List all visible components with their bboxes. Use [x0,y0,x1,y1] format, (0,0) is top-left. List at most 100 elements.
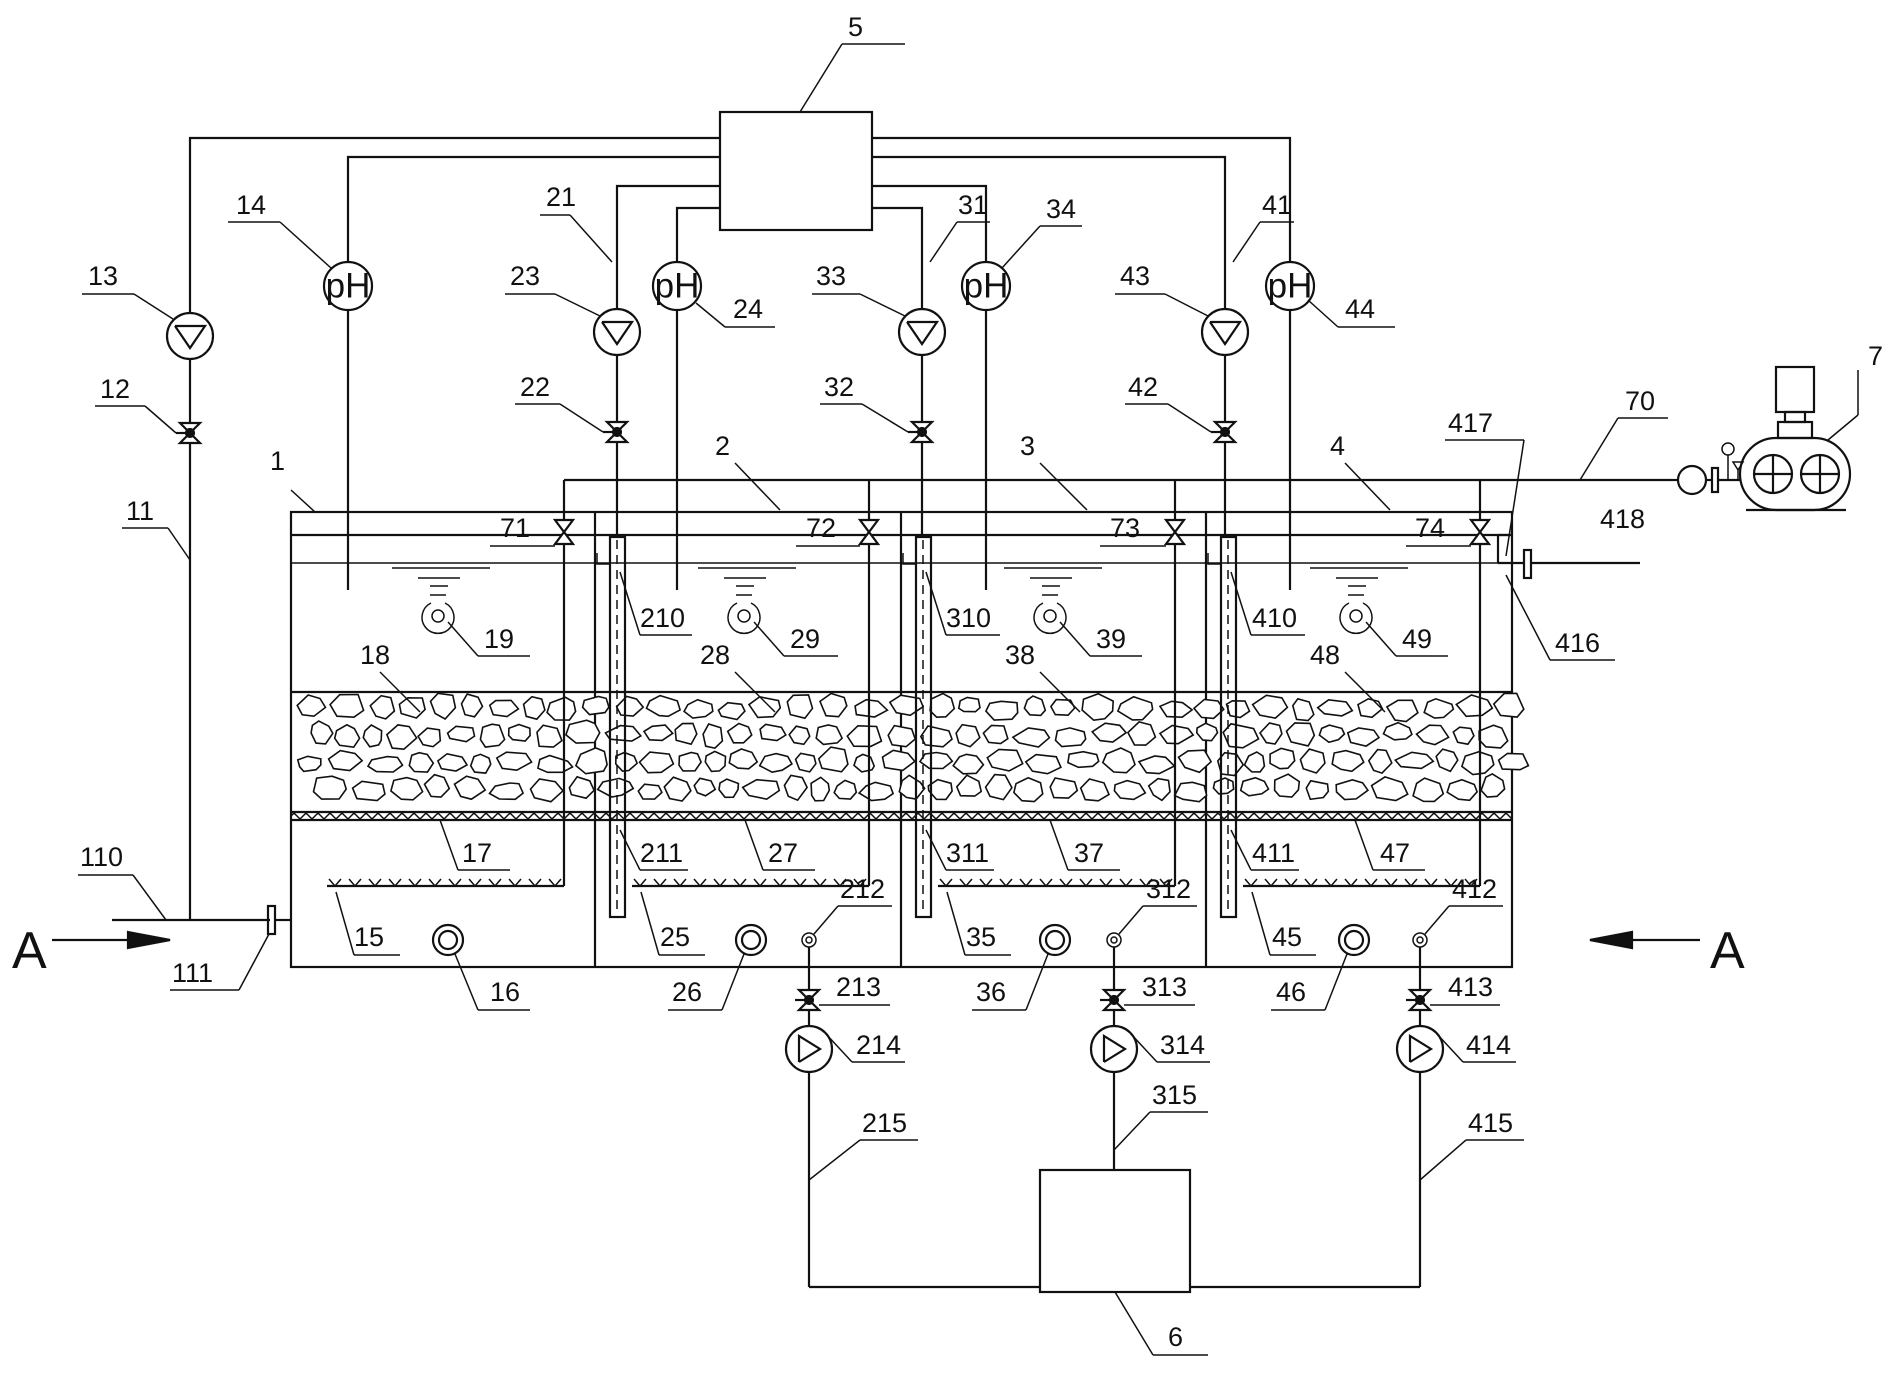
label-42: 42 [1128,372,1158,402]
ph-probe-34: pH [960,260,1012,590]
label-70: 70 [1625,386,1655,416]
label-413: 413 [1448,972,1493,1002]
level-sensor-39 [1033,594,1067,635]
dosing-pump-13 [165,311,215,361]
label-17: 17 [462,838,492,868]
label-74: 74 [1415,513,1445,543]
label-15: 15 [354,922,384,952]
svg-text:pH: pH [964,267,1009,306]
signal-line-43 [872,155,1227,309]
label-23: 23 [510,261,540,291]
label-418: 418 [1600,504,1645,534]
section-label-left: A [12,922,47,980]
level-sensor-19 [421,594,455,635]
label-28: 28 [700,640,730,670]
label-213: 213 [836,972,881,1002]
drain-port-36 [1038,923,1072,957]
label-25: 25 [660,922,690,952]
drain-port-26 [734,923,768,957]
signal-line-33 [872,206,924,309]
label-22: 22 [520,372,550,402]
ph-probe-14: pH [322,260,374,590]
air-valve-71 [552,518,576,546]
label-12: 12 [100,374,130,404]
signal-line-24 [675,206,720,263]
label-211: 211 [640,838,683,868]
riser-tube-410 [1207,535,1238,919]
diffuser-35 [938,878,1175,888]
air-blower [1672,365,1852,512]
air-valve-73 [1163,518,1187,546]
label-47: 47 [1380,838,1410,868]
label-212: 212 [840,874,885,904]
label-13: 13 [88,261,118,291]
label-110: 110 [80,842,123,872]
label-37: 37 [1074,838,1104,868]
level-sensor-29 [727,594,761,635]
label-214: 214 [856,1030,901,1060]
label-24: 24 [733,294,763,324]
signal-line-34 [872,184,988,263]
label-36: 36 [976,977,1006,1007]
label-31: 31 [958,190,988,220]
dosing-line-21 [592,307,642,537]
svg-text:pH: pH [1268,267,1313,306]
label-27: 27 [768,838,798,868]
svg-text:pH: pH [326,267,371,306]
collector-box [1038,1168,1192,1294]
label-tank-1: 1 [270,446,285,476]
label-215: 215 [862,1108,907,1138]
riser-tube-310 [902,535,933,919]
label-312: 312 [1146,874,1191,904]
air-valve-74 [1468,518,1492,546]
label-29: 29 [790,624,820,654]
label-414: 414 [1466,1030,1511,1060]
ph-probe-24: pH [651,260,703,590]
label-210: 210 [640,603,685,633]
signal-line-23 [615,184,720,309]
label-blower: 7 [1868,341,1883,371]
signal-line-14 [346,155,720,263]
drain-port-46 [1337,923,1371,957]
sampling-line-3 [1089,932,1139,1170]
sampling-line-2 [784,932,1040,1289]
label-44: 44 [1345,294,1375,324]
label-111: 111 [172,958,213,988]
label-tank-4: 4 [1330,431,1345,461]
diffuser-25 [632,878,869,888]
label-tank-3: 3 [1020,431,1035,461]
air-valve-72 [857,518,881,546]
label-19: 19 [484,624,514,654]
ph-probe-44: pH [1264,260,1316,590]
outlet-pipe-418 [1496,533,1640,580]
label-43: 43 [1120,261,1150,291]
svg-text:pH: pH [655,267,700,306]
dosing-line-31 [897,307,947,537]
inlet-flange-111 [266,904,277,936]
label-26: 26 [672,977,702,1007]
label-49: 49 [1402,624,1432,654]
label-73: 73 [1110,513,1140,543]
label-46: 46 [1276,977,1306,1007]
dosing-line-41 [1200,307,1250,537]
label-collector: 6 [1168,1322,1183,1352]
label-314: 314 [1160,1030,1205,1060]
label-16: 16 [490,977,520,1007]
label-39: 39 [1096,624,1126,654]
label-41: 41 [1262,190,1292,220]
label-416: 416 [1555,628,1600,658]
label-311: 311 [946,838,989,868]
controller-box [718,110,874,232]
label-18: 18 [360,640,390,670]
label-35: 35 [966,922,996,952]
pump-symbol-13 [174,324,208,350]
label-21: 21 [546,182,576,212]
water-level-markers [392,567,1408,587]
label-34: 34 [1046,194,1076,224]
label-417: 417 [1448,408,1493,438]
diffuser-15 [327,878,564,888]
label-412: 412 [1452,874,1497,904]
drain-port-16 [431,923,465,957]
label-315: 315 [1152,1080,1197,1110]
